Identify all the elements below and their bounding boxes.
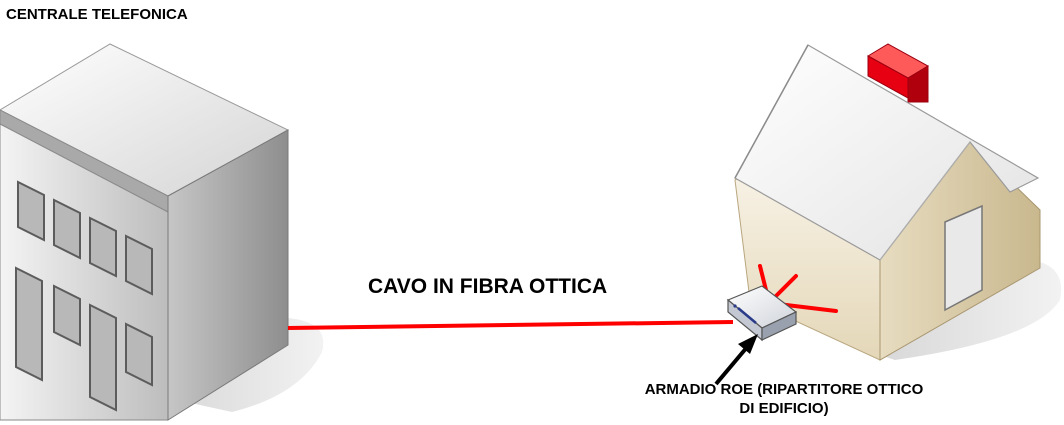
central-office-building-icon: [0, 43, 324, 421]
central-office-label: CENTRALE TELEFONICA: [6, 6, 188, 23]
fiber-optic-cable: [287, 320, 734, 330]
chimney-icon: [866, 43, 930, 103]
roe-label-line-2: DI EDIFICIO): [739, 400, 829, 417]
roe-cabinet-icon: [726, 285, 798, 342]
house-door-icon: [944, 204, 983, 312]
house-roof-edge: [734, 44, 809, 179]
building-upper-windows: [17, 180, 153, 296]
fiber-cable-label: CAVO IN FIBRA OTTICA: [368, 275, 608, 298]
roe-label: ARMADIO ROE (RIPARTITORE OTTICO DI EDIFI…: [606, 380, 962, 418]
house-shadow: [880, 262, 1062, 360]
building-lower-windows: [15, 266, 153, 412]
house-roof-ridge: [879, 141, 971, 261]
building-side: [167, 129, 289, 421]
roe-pointer-arrow-icon: [714, 334, 758, 386]
roe-label-line-1: ARMADIO ROE (RIPARTITORE OTTICO: [644, 381, 924, 398]
